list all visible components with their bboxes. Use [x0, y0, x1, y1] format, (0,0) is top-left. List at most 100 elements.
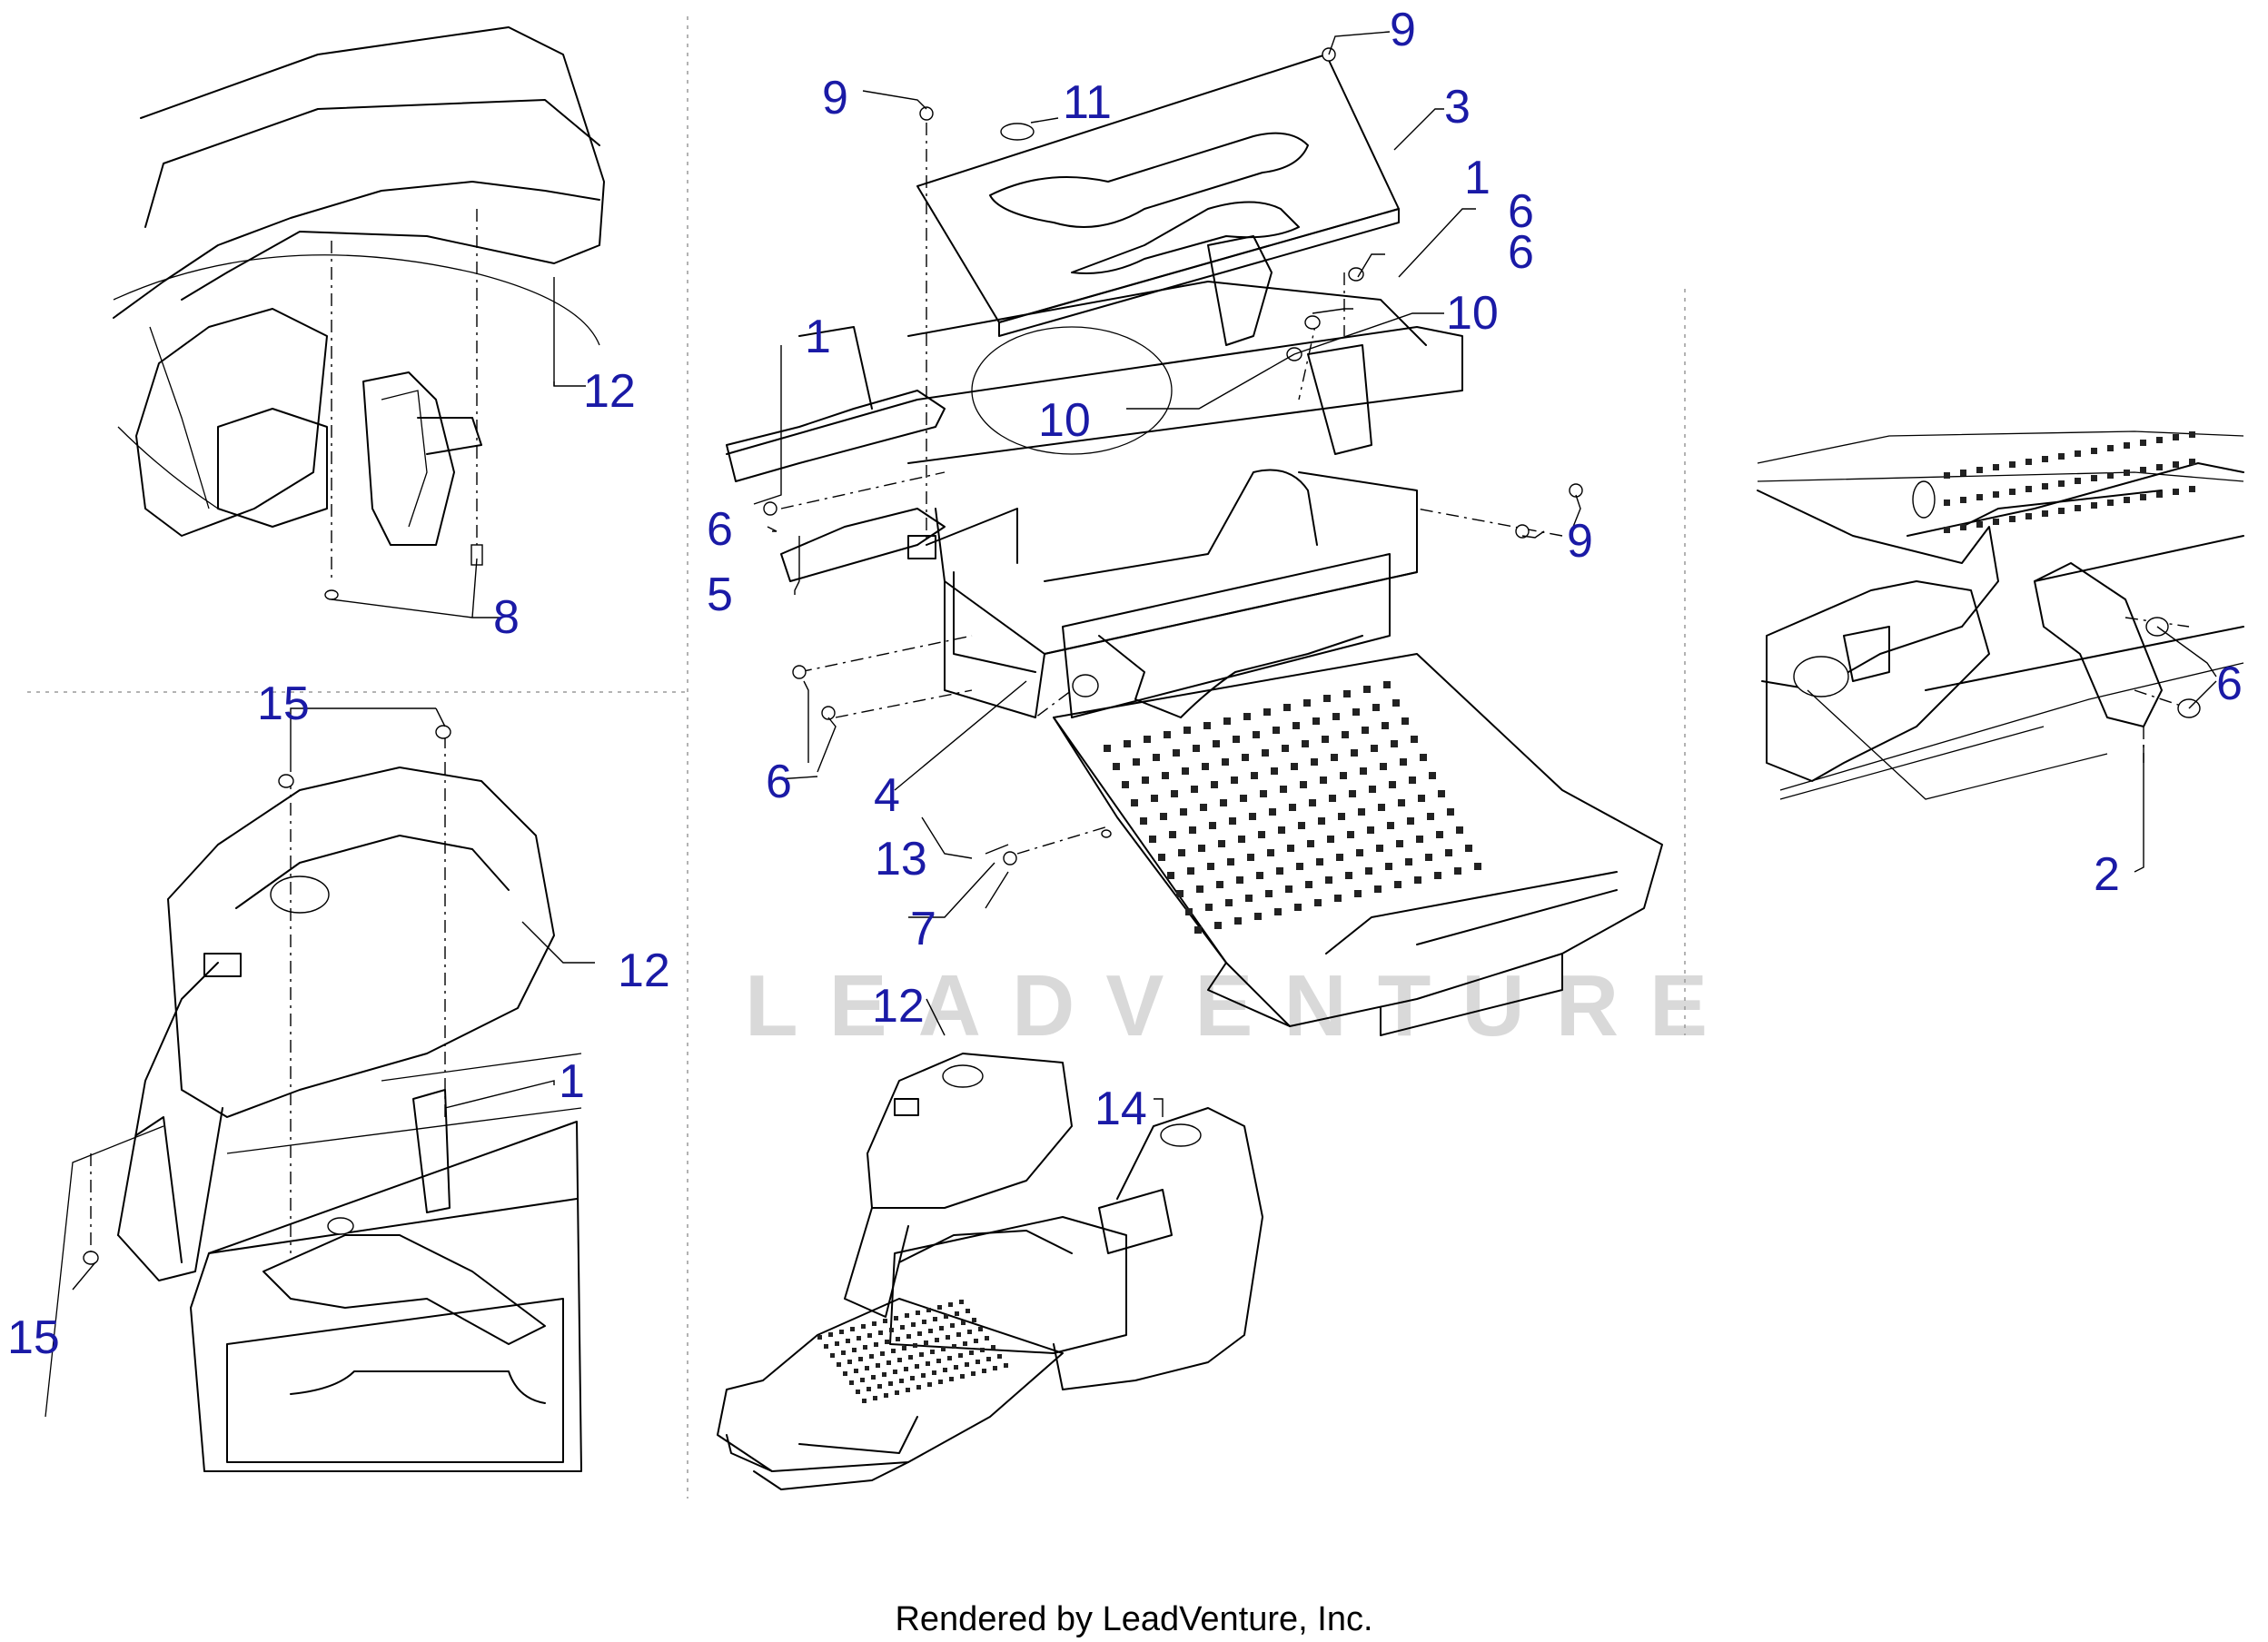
frame-assembly-view: [726, 47, 1663, 1036]
perforation-hole: [944, 1314, 948, 1319]
perforation-hole: [2091, 475, 2097, 481]
perforation-hole: [937, 1305, 942, 1310]
perforation-hole: [927, 1382, 932, 1387]
perforation-hole: [856, 1390, 860, 1394]
perforation-hole: [874, 1342, 878, 1347]
perforation-hole: [1356, 849, 1363, 856]
perforation-hole: [956, 1332, 961, 1337]
perforation-hole: [1438, 790, 1445, 797]
perforation-hole: [1267, 849, 1274, 856]
perforation-hole: [906, 1334, 911, 1339]
perforation-hole: [936, 1359, 941, 1363]
callout-6: 6: [1508, 185, 1534, 238]
callout-15: 15: [7, 1311, 60, 1364]
perforation-hole: [1214, 922, 1222, 929]
callout-7: 7: [910, 903, 936, 955]
perforation-hole: [1416, 836, 1423, 843]
perforation-hole: [1363, 686, 1371, 693]
perforation-hole: [1307, 840, 1314, 847]
perforation-hole: [1283, 704, 1291, 711]
perforation-hole: [1198, 845, 1205, 852]
watermark: LEADVENTURE: [745, 957, 1738, 1054]
perforation-hole: [928, 1329, 933, 1333]
perforation-hole: [908, 1355, 913, 1360]
perforation-hole: [1372, 704, 1380, 711]
perforation-hole: [1944, 527, 1950, 533]
perforation-hole: [2156, 437, 2163, 443]
perforation-hole: [2025, 459, 2032, 465]
perforation-hole: [872, 1321, 876, 1326]
perforation-hole: [1262, 749, 1269, 757]
perforation-hole: [1140, 817, 1147, 825]
perforation-hole: [2042, 483, 2048, 490]
perforation-hole: [854, 1369, 858, 1373]
perforation-hole: [1993, 491, 1999, 498]
perforation-hole: [1158, 854, 1165, 861]
perforation-hole: [2124, 470, 2130, 476]
perforation-hole: [1240, 795, 1247, 802]
callout-labels: 12 8 15 12 1 15 9 11 9 3 1 6 6 10 10 1 6…: [7, 4, 2243, 1364]
perforation-hole: [1325, 876, 1332, 884]
perforation-hole: [861, 1324, 866, 1329]
perforation-hole: [894, 1316, 898, 1321]
perforation-hole: [1243, 713, 1251, 720]
perforation-hole: [966, 1309, 970, 1313]
perforation-hole: [1167, 872, 1174, 879]
perforation-hole: [1445, 849, 1452, 856]
perforation-hole: [971, 1371, 976, 1376]
perforation-hole: [843, 1371, 847, 1376]
perforation-hole: [1222, 758, 1229, 766]
perforation-hole: [867, 1387, 871, 1391]
perforation-hole: [2107, 445, 2114, 451]
perforation-hole: [2173, 434, 2179, 440]
perforation-hole: [1944, 500, 1950, 506]
right-floor-grid: [1944, 431, 2195, 533]
perforation-hole: [877, 1384, 882, 1389]
perforation-hole: [1309, 799, 1316, 806]
perforation-hole: [858, 1357, 863, 1361]
perforation-hole: [1256, 872, 1263, 879]
perforation-hole: [955, 1311, 959, 1316]
perforation-hole: [1369, 786, 1376, 793]
perforation-hole: [967, 1330, 972, 1334]
panel-separators: [27, 16, 1686, 1499]
perforation-hole: [867, 1333, 872, 1338]
callout-6: 6: [2216, 658, 2243, 710]
perforation-hole: [969, 1350, 974, 1355]
perforation-hole: [1318, 817, 1325, 825]
callout-12: 12: [618, 945, 670, 997]
perforation-hole: [1149, 836, 1156, 843]
fender-detail-view: [113, 26, 605, 600]
perforation-hole: [850, 1327, 855, 1331]
perforation-hole: [1376, 845, 1383, 852]
callout-6: 6: [1508, 226, 1534, 279]
callout-3: 3: [1444, 81, 1471, 134]
perforation-hole: [1282, 745, 1289, 752]
perforation-hole: [1271, 767, 1278, 775]
perforation-hole: [1378, 804, 1385, 811]
perforation-hole: [2009, 461, 2015, 468]
perforation-hole: [1213, 740, 1220, 747]
callout-1: 1: [559, 1055, 585, 1108]
perforation-hole: [1976, 494, 1983, 500]
perforation-hole: [2042, 510, 2048, 517]
perforation-hole: [1189, 826, 1196, 834]
callout-6: 6: [707, 503, 733, 556]
perforation-hole: [1131, 799, 1138, 806]
perforation-hole: [2189, 431, 2195, 438]
callout-1: 1: [805, 311, 831, 363]
perforation-hole: [828, 1332, 833, 1337]
perforation-hole: [1944, 472, 1950, 479]
perforation-hole: [959, 1300, 964, 1304]
perforation-hole: [2025, 513, 2032, 519]
perforation-hole: [852, 1348, 857, 1352]
callout-4: 4: [874, 769, 900, 822]
floor-grid: [1104, 681, 1481, 934]
perforation-hole: [1338, 813, 1345, 820]
perforation-hole: [1365, 867, 1372, 875]
perforation-hole: [849, 1380, 854, 1385]
callout-5: 5: [707, 569, 733, 621]
perforation-hole: [911, 1322, 916, 1327]
perforation-hole: [1104, 745, 1111, 752]
perforation-hole: [1300, 781, 1307, 788]
